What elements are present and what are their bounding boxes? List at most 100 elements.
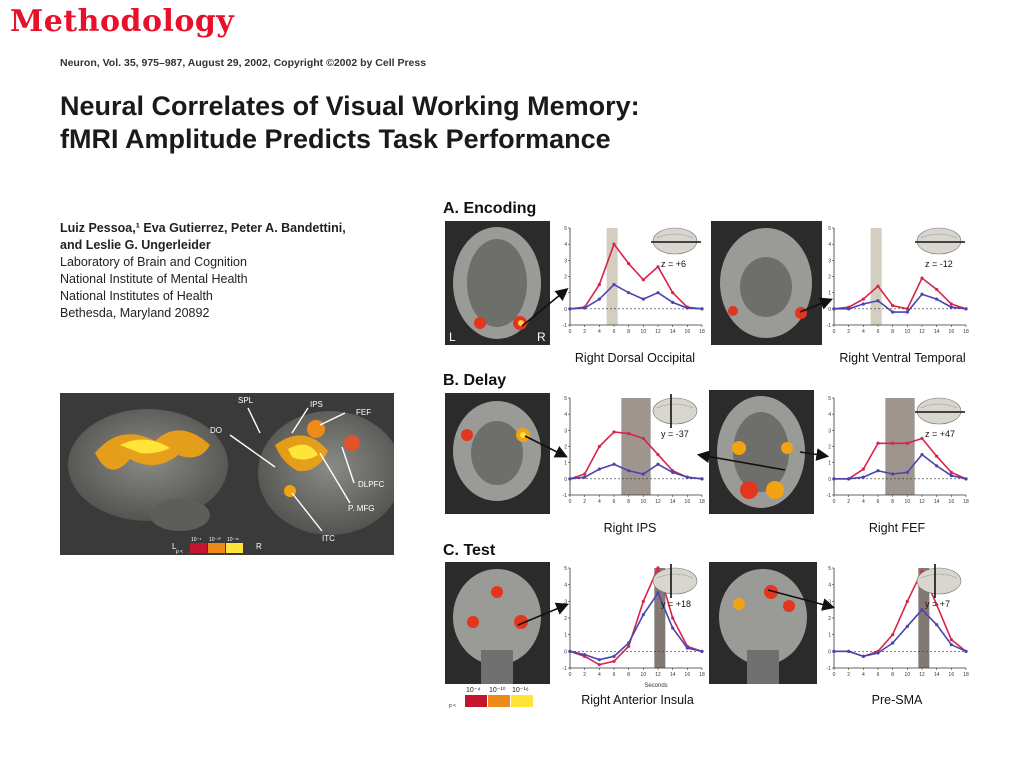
chart-x-tick-label: 10 <box>905 329 911 335</box>
chart-shade-band <box>870 228 882 325</box>
chart-x-tick-label: 0 <box>569 672 572 678</box>
chart-data-point <box>861 475 865 479</box>
chart-y-tick-label: 5 <box>828 566 831 572</box>
chart-x-tick-label: 4 <box>862 499 865 505</box>
inset-brain-icon <box>916 397 962 425</box>
chart-x-tick-label: 18 <box>699 329 705 335</box>
chart-data-point <box>905 470 909 474</box>
chart-data-point <box>920 436 924 441</box>
chart-x-tick-label: 4 <box>598 499 601 505</box>
coord-label: z = +6 <box>661 259 686 269</box>
chart-data-point <box>597 467 601 471</box>
chart-data-point <box>700 307 704 311</box>
chart-data-point <box>612 659 616 663</box>
slide-title: Methodology <box>10 4 235 39</box>
chart-data-point <box>905 624 909 628</box>
label-pmfg: P. MFG <box>348 504 375 513</box>
chart-data-point <box>876 651 880 655</box>
chart-x-tick-label: 8 <box>627 329 630 335</box>
chart-data-point <box>656 265 660 269</box>
mri-slice-test-1 <box>445 562 550 684</box>
chart-x-tick-label: 0 <box>833 672 836 678</box>
chart-series-line <box>569 463 703 480</box>
chart-x-tick-label: 16 <box>685 329 691 335</box>
paper-citation: Neuron, Vol. 35, 975–987, August 29, 200… <box>60 57 427 69</box>
chart-data-point <box>700 649 704 653</box>
chart-y-tick-label: 0 <box>564 649 567 655</box>
chart-y-tick-label: 2 <box>828 445 831 451</box>
coord-label: y = +7 <box>925 599 950 609</box>
chart-x-tick-label: 0 <box>569 329 572 335</box>
chart-y-tick-label: 5 <box>564 226 567 232</box>
caption-right-ips: Right IPS <box>603 521 657 535</box>
affiliation-3: National Institutes of Health <box>60 289 213 303</box>
chart-data-point <box>671 291 675 295</box>
author-block: Luiz Pessoa,¹ Eva Gutierrez, Peter A. Ba… <box>60 220 346 322</box>
chart-x-tick-label: 12 <box>655 499 661 505</box>
chart-data-point <box>627 291 631 295</box>
chart-y-tick-label: 2 <box>828 616 831 622</box>
chart-data-point <box>905 307 909 311</box>
inset-brain-sulcus <box>656 233 694 239</box>
chart-data-point <box>949 305 953 309</box>
chart-y-tick-label: 1 <box>564 291 567 297</box>
chart-data-point <box>920 276 924 280</box>
chart-x-tick-label: 18 <box>963 672 969 678</box>
panel-encoding-header: A. Encoding <box>443 200 537 217</box>
chart-series-line <box>834 453 967 480</box>
paper-title: Neural Correlates of Visual Working Memo… <box>60 90 640 156</box>
chart-data-point <box>891 310 895 314</box>
chart-data-point <box>641 599 645 603</box>
chart-data-point <box>861 654 865 658</box>
chart-data-point <box>685 306 689 310</box>
chart-data-point <box>568 307 572 311</box>
chart-y-tick-label: 1 <box>828 291 831 297</box>
chart-x-tick-label: 8 <box>891 672 894 678</box>
chart-x-tick-label: 16 <box>685 499 691 505</box>
chart-x-tick-label: 8 <box>627 672 630 678</box>
chart-shade-band <box>606 228 618 325</box>
chart-data-point <box>583 472 587 476</box>
chart-data-point <box>656 566 660 570</box>
left-hemisphere <box>68 409 228 521</box>
chart-x-tick-label: 6 <box>877 672 880 678</box>
chart-data-point <box>656 462 660 466</box>
caption-pre-sma: Pre-SMA <box>871 693 923 707</box>
chart-y-tick-label: 4 <box>564 242 567 248</box>
chart-data-point <box>641 472 645 476</box>
chart-data-point <box>627 431 631 436</box>
chart-y-tick-label: 0 <box>828 477 831 483</box>
chart-x-tick-label: 14 <box>670 672 676 678</box>
paper-title-line-2: fMRI Amplitude Predicts Task Performance <box>60 124 611 154</box>
chart-data-point <box>656 452 660 457</box>
chart-data-point <box>935 623 939 627</box>
chart-data-point <box>935 464 939 468</box>
chart-data-point <box>891 641 895 645</box>
brain-legend-value-1: 10⁻⁴ <box>191 537 201 543</box>
chart-series-line <box>834 608 967 658</box>
chart-x-tick-label: 18 <box>699 499 705 505</box>
chart-y-tick-label: 0 <box>828 307 831 313</box>
activation-right-core <box>288 444 318 460</box>
chart-data-point <box>847 649 851 653</box>
chart-x-tick-label: 4 <box>862 672 865 678</box>
chart-x-tick-label: 4 <box>862 329 865 335</box>
coord-label: z = +47 <box>925 429 955 439</box>
chart-data-point <box>612 242 616 246</box>
chart-data-point <box>935 603 939 607</box>
chart-data-point <box>612 654 616 658</box>
chart-y-tick-label: -1 <box>563 323 568 329</box>
chart-shade-band <box>621 398 651 495</box>
chart-series-line <box>569 283 703 310</box>
label-do: DO <box>210 426 222 435</box>
inset-brain-sulcus <box>656 403 694 409</box>
affiliation-4: Bethesda, Maryland 20892 <box>60 306 210 320</box>
chart-data-point <box>612 462 616 466</box>
inset-brain-icon <box>652 567 698 595</box>
chart-x-tick-label: 8 <box>627 499 630 505</box>
inset-brain-icon <box>652 227 698 255</box>
legend-value-1: 10⁻⁴ <box>466 687 481 694</box>
chart-y-tick-label: 5 <box>564 566 567 572</box>
chart-data-point <box>597 663 601 667</box>
